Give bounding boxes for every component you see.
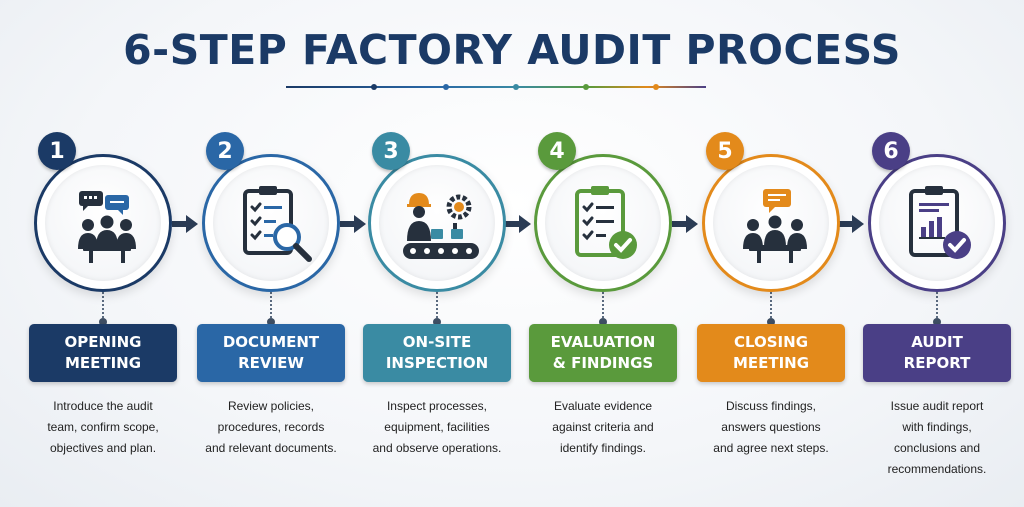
page-title: 6-STEP FACTORY AUDIT PROCESS — [123, 26, 901, 74]
step-description: Review policies, procedures, records and… — [205, 399, 337, 455]
step-label: ON-SITE INSPECTION — [363, 324, 511, 382]
step-3: 3 ON-SITE INSPECTION Inspect process — [362, 132, 524, 492]
step-label: OPENING MEETING — [29, 324, 177, 382]
arrow-right-icon — [505, 215, 531, 233]
step-description: Issue audit report with findings, conclu… — [887, 399, 987, 476]
arrow-right-icon — [340, 215, 366, 233]
closing-meeting-icon — [743, 189, 807, 263]
step-icon-circle — [868, 154, 1006, 292]
step-1: 1 OPENING MEETING — [28, 132, 190, 492]
step-number-badge: 6 — [872, 132, 910, 170]
step-icon-circle — [202, 154, 340, 292]
step-icon-circle — [534, 154, 672, 292]
step-5: 5 CLOSING MEETING Discuss findings, — [696, 132, 858, 492]
step-2: 2 DOCUMENT REVIEW Review policies, proce… — [196, 132, 358, 492]
title-divider — [286, 84, 706, 90]
step-label: CLOSING MEETING — [697, 324, 845, 382]
document-review-icon — [243, 186, 312, 262]
step-icon-circle — [368, 154, 506, 292]
step-description: Evaluate evidence against criteria and i… — [552, 399, 654, 455]
step-label: EVALUATION & FINDINGS — [529, 324, 677, 382]
step-icon-circle — [702, 154, 840, 292]
step-label: AUDIT REPORT — [863, 324, 1011, 382]
step-6: 6 AUDIT REPORT Issue audit report with f… — [862, 132, 1024, 492]
step-number-badge: 1 — [38, 132, 76, 170]
step-number-badge: 3 — [372, 132, 410, 170]
inspection-icon — [403, 193, 479, 259]
step-number-badge: 5 — [706, 132, 744, 170]
step-4: 4 EVALUATION & FINDINGS Evaluate evidenc… — [528, 132, 690, 492]
meeting-icon — [78, 191, 136, 263]
step-number-badge: 4 — [538, 132, 576, 170]
step-description: Introduce the audit team, confirm scope,… — [47, 399, 159, 455]
step-number-badge: 2 — [206, 132, 244, 170]
step-description: Discuss findings, answers questions and … — [713, 399, 829, 455]
audit-report-icon — [909, 186, 971, 259]
arrow-right-icon — [838, 215, 864, 233]
arrow-right-icon — [172, 215, 198, 233]
step-description: Inspect processes, equipment, facilities… — [372, 399, 502, 455]
step-icon-circle — [34, 154, 172, 292]
arrow-right-icon — [672, 215, 698, 233]
step-label: DOCUMENT REVIEW — [197, 324, 345, 382]
checklist-approved-icon — [575, 186, 637, 259]
